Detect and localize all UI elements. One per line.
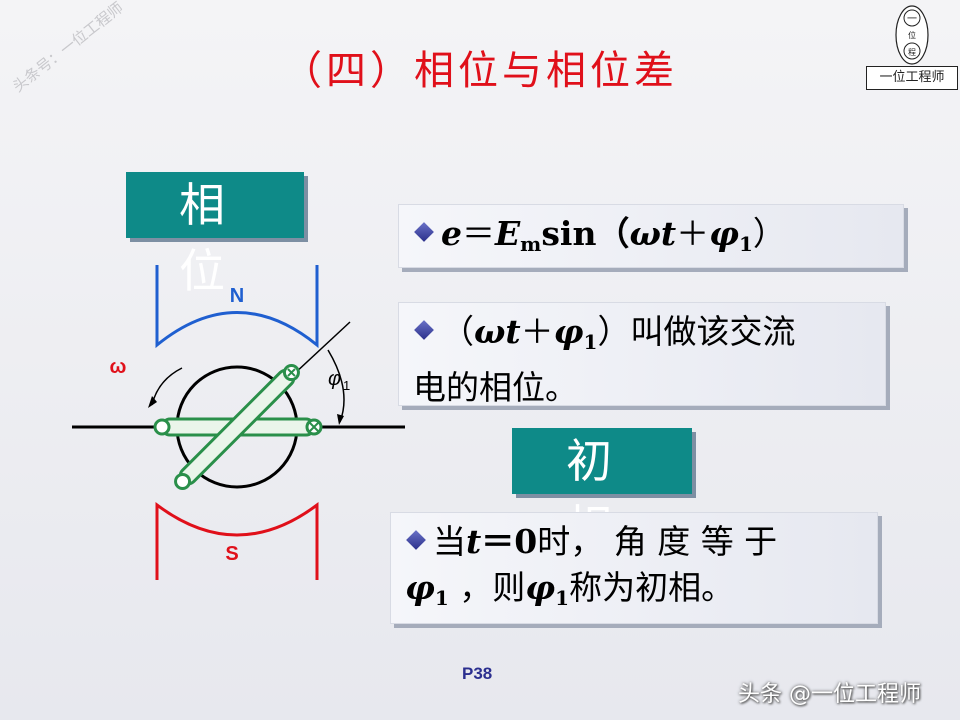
eq-m: m <box>520 232 542 256</box>
card-phase-description: （ωt＋φ1）叫做该交流 电的相位。 <box>398 302 886 407</box>
south-label: S <box>225 543 238 565</box>
coil-rotated <box>174 364 300 490</box>
eq-sin: sin（ <box>541 214 630 253</box>
ip-one: 1 <box>434 586 449 610</box>
south-pole-magnet <box>155 502 319 580</box>
footer-brand: 头条 @一位工程师 <box>738 682 921 707</box>
ip-t: t <box>466 522 482 561</box>
ip-phi2: φ <box>525 568 556 607</box>
generator-diagram: N S ω φ 1 <box>72 265 405 580</box>
brand-logo: 一 位 程 一位工程师 <box>866 4 958 90</box>
ip-phi: φ <box>405 568 435 607</box>
card-initial-phase-description: 当t＝0时， 角 度 等 于 φ1 ，则φ1称为初相。 <box>390 512 878 624</box>
logo-top-char: 一 <box>907 14 917 25</box>
eq-equals: ＝ <box>462 214 495 253</box>
eq-em: E <box>495 214 521 253</box>
eq-phi: φ <box>709 214 739 253</box>
eq-one: 1 <box>738 232 753 256</box>
eq-wt: ωt <box>629 214 677 253</box>
pd-wt: ωt <box>474 312 521 351</box>
label-initial-phase: 初 相 <box>512 428 692 554</box>
coil-end-dot <box>153 418 171 436</box>
ip-eq0: ＝0 <box>481 522 538 561</box>
page-number: P38 <box>462 664 493 683</box>
logo-caption: 一位工程师 <box>866 66 958 90</box>
ip-rest2: 称为初相。 <box>569 568 735 607</box>
eq-close: ） <box>752 214 786 253</box>
eq-e: e <box>441 214 462 253</box>
pd-phi: φ <box>553 312 584 351</box>
ip-rest1: 时， 角 度 等 于 <box>537 522 778 561</box>
phi-label: φ <box>328 368 341 390</box>
pd-plus: ＋ <box>520 312 554 351</box>
diamond-bullet-icon <box>414 222 434 242</box>
ip-one2: 1 <box>555 586 570 610</box>
eq-plus: ＋ <box>676 214 710 253</box>
logo-seal-icon: 一 位 程 <box>895 5 929 65</box>
pd-rest1: ）叫做该交流 <box>597 312 796 351</box>
omega-label: ω <box>110 356 127 378</box>
rotation-arrow-icon <box>151 367 183 406</box>
logo-bottom-char: 程 <box>908 48 916 57</box>
logo-mid-char: 位 <box>908 30 916 40</box>
card-equation: e＝Emsin（ωt＋φ1） <box>398 204 904 268</box>
pd-rest2: 电的相位。 <box>413 368 578 407</box>
slide-title: （四）相位与相位差 <box>282 48 678 94</box>
north-label: N <box>230 285 244 307</box>
north-pole-magnet <box>155 265 319 349</box>
ip-comma: ，则 <box>448 568 526 607</box>
ip-when: 当 <box>433 522 466 561</box>
label-phase: 相 位 <box>126 172 304 298</box>
pd-one: 1 <box>583 330 598 354</box>
pd-open: （ <box>441 312 474 351</box>
phi-subscript: 1 <box>343 378 350 393</box>
